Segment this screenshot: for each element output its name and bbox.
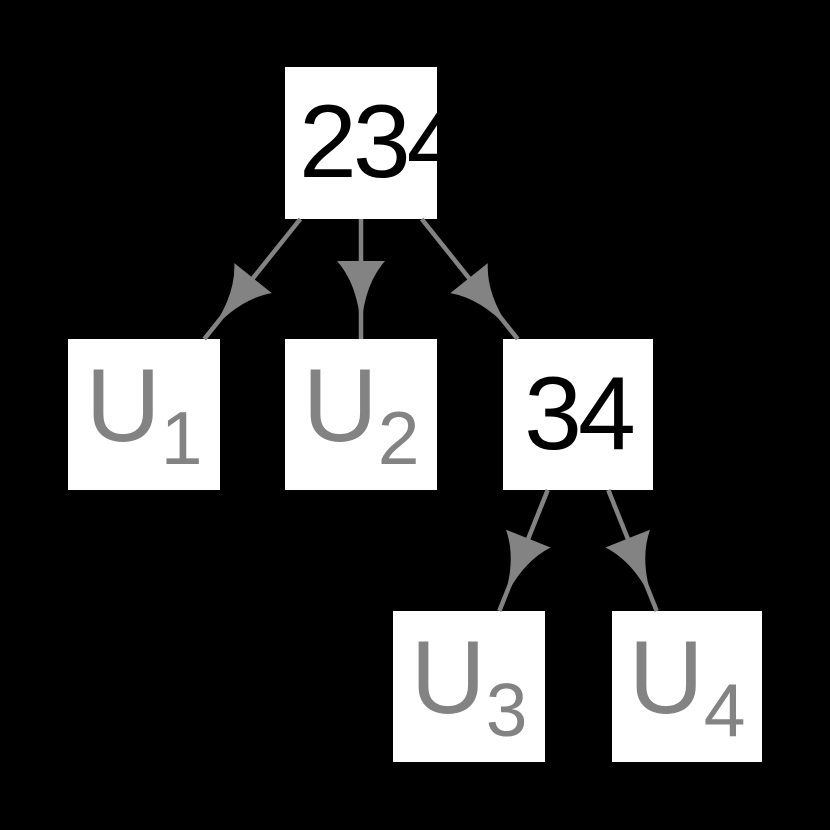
subscript: 3 — [485, 667, 528, 752]
edge-line — [202, 217, 303, 341]
tree-node-u1: U1 — [68, 339, 220, 490]
arrowhead-icon — [605, 529, 657, 611]
node-label-234: 234 — [299, 84, 465, 201]
edge-234-u1 — [202, 217, 303, 341]
arrowhead-icon — [204, 263, 272, 339]
tree-node-u2: U2 — [285, 339, 437, 490]
arrowhead-icon — [337, 261, 385, 339]
subscript: 2 — [377, 395, 420, 480]
edge-line — [497, 489, 550, 612]
tree-node-u3: U3 — [393, 611, 545, 762]
subscript: 1 — [160, 395, 203, 480]
arrowhead-icon — [499, 529, 551, 611]
tree-node-u4: U4 — [612, 611, 762, 762]
node-label-u1: U1 — [85, 347, 203, 480]
edge-234-u2 — [337, 219, 385, 339]
edge-34-u4 — [605, 489, 659, 612]
tree-node-34: 34 — [503, 339, 653, 490]
node-label-u4: U4 — [628, 619, 746, 752]
arrowhead-icon — [450, 263, 518, 339]
edge-line — [606, 489, 659, 612]
edge-34-u3 — [497, 489, 551, 612]
node-label-u3: U3 — [410, 619, 528, 752]
tree-node-234: 234 — [285, 67, 465, 219]
node-label-u2: U2 — [302, 347, 420, 480]
edge-line — [419, 217, 520, 341]
edge-234-34 — [419, 217, 520, 341]
subscript: 4 — [703, 667, 746, 752]
node-label-34: 34 — [524, 355, 636, 472]
